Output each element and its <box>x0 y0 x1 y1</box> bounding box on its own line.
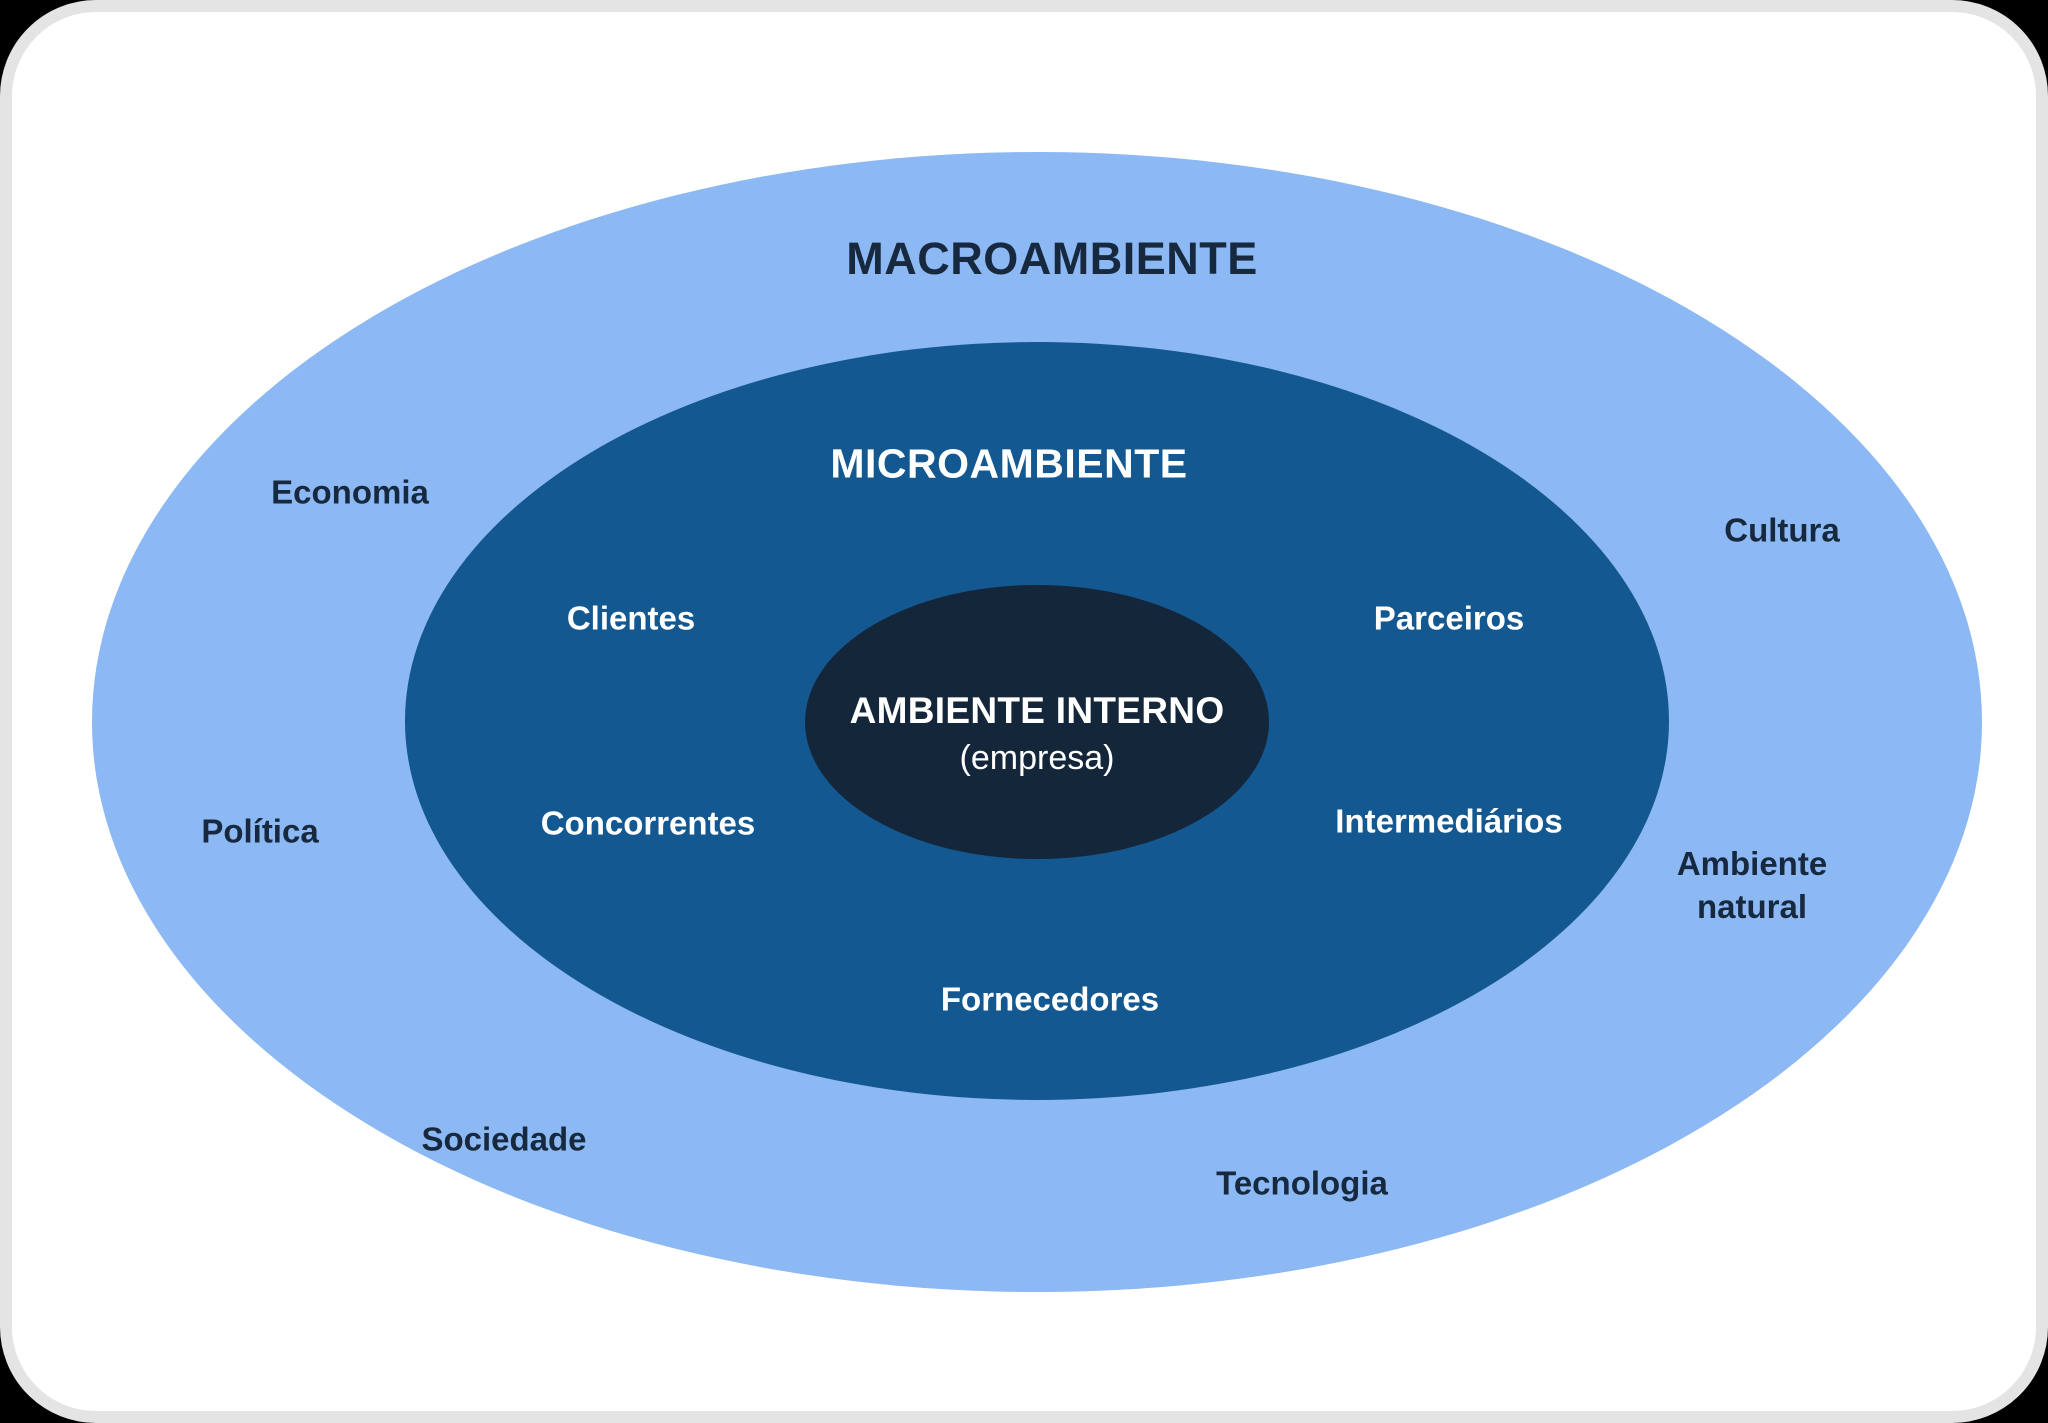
ambiente-interno-title: AMBIENTE INTERNO <box>849 690 1225 732</box>
micro-label-concorrentes: Concorrentes <box>540 804 756 842</box>
macroambiente-title: MACROAMBIENTE <box>846 232 1258 284</box>
macro-label-sociedade: Sociedade <box>421 1120 587 1158</box>
macro-label-tecnologia: Tecnologia <box>1216 1164 1388 1202</box>
macro-label-economia: Economia <box>271 473 429 511</box>
micro-label-clientes: Clientes <box>566 599 696 637</box>
micro-label-fornecedores: Fornecedores <box>940 980 1160 1018</box>
ambiente-interno-ellipse <box>805 585 1269 859</box>
micro-label-parceiros: Parceiros <box>1373 599 1525 637</box>
micro-label-intermediarios: Intermediários <box>1335 802 1563 840</box>
ambiente-interno-subtitle: (empresa) <box>959 739 1115 778</box>
ambiente-interno-label-group: AMBIENTE INTERNO (empresa) <box>850 686 1225 782</box>
macro-label-ambiente-natural: Ambiente natural <box>1676 845 1828 925</box>
microambiente-title: MICROAMBIENTE <box>830 440 1188 487</box>
macro-label-politica: Política <box>201 812 319 850</box>
macro-label-cultura: Cultura <box>1724 511 1840 549</box>
